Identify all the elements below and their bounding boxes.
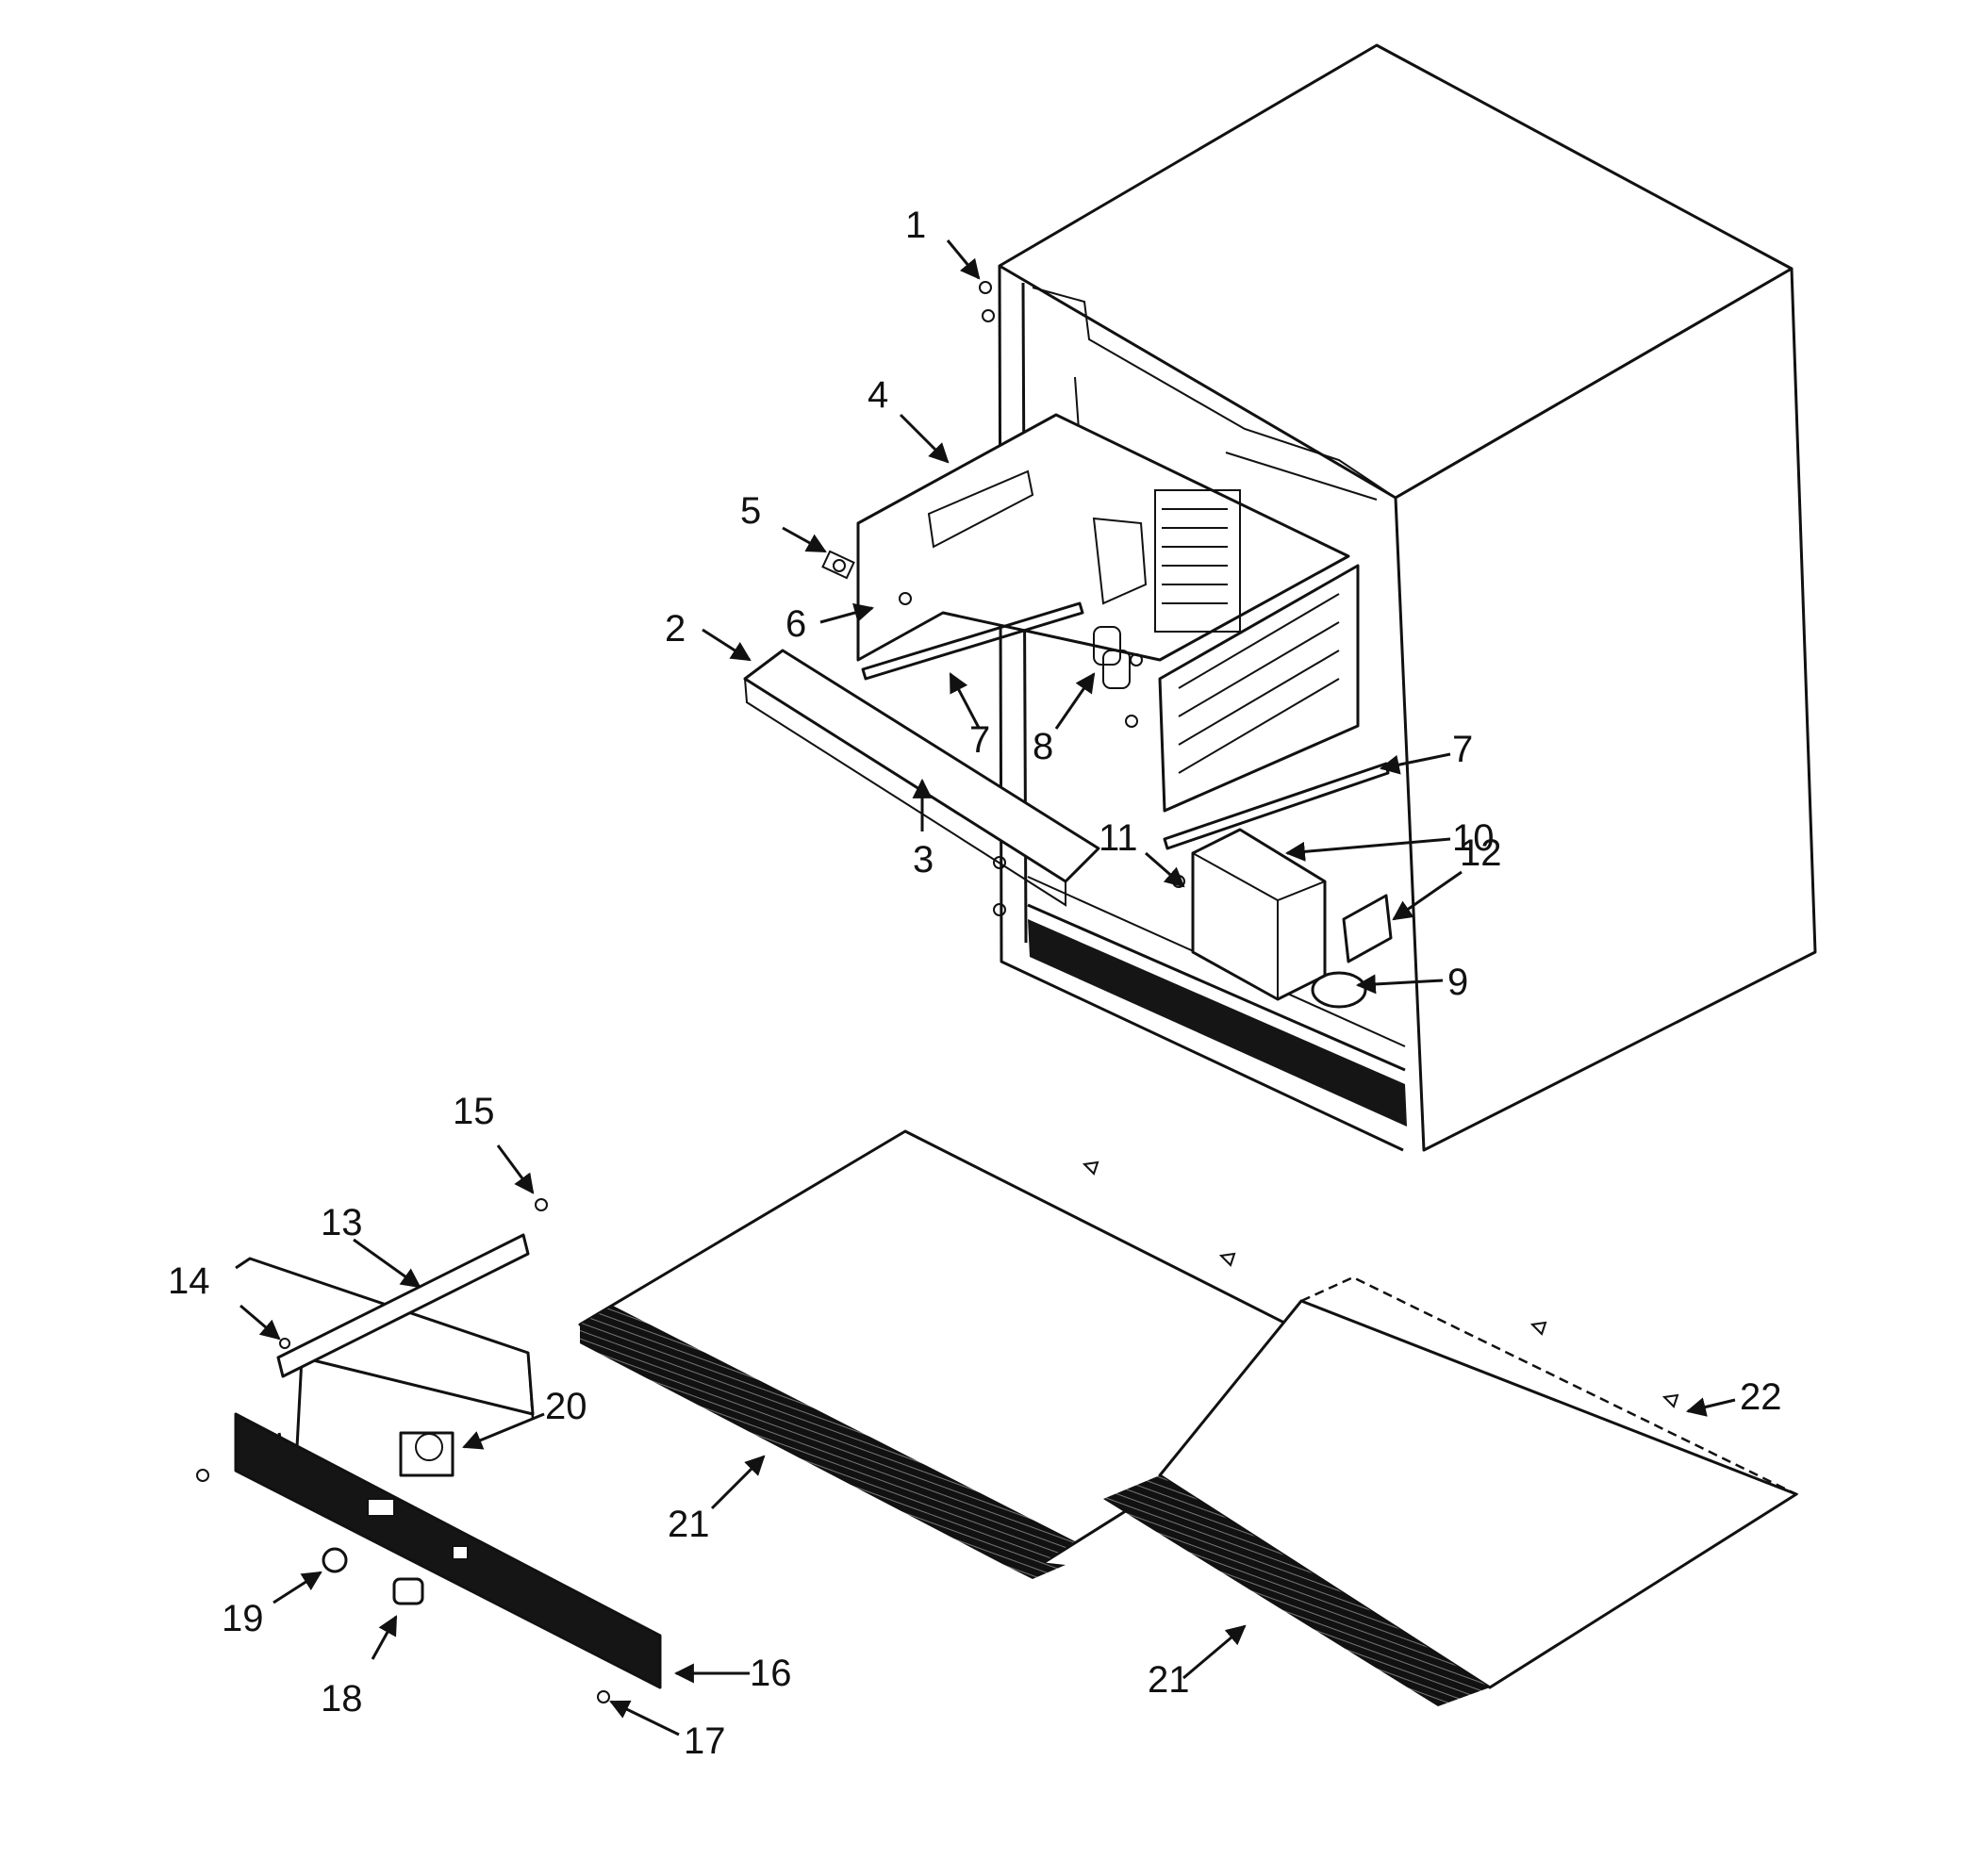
callout-8: 8 <box>1033 726 1053 767</box>
screw-14 <box>279 1338 290 1349</box>
callout-21-rear: 21 <box>1148 1659 1190 1701</box>
callout-15: 15 <box>453 1091 495 1132</box>
leader-arrows <box>240 239 1736 1736</box>
part-5-component <box>821 550 855 580</box>
callout-4: 4 <box>868 374 888 416</box>
callout-12: 12 <box>1460 832 1502 874</box>
shelf-rear <box>1103 1275 1799 1706</box>
callout-5: 5 <box>740 490 761 532</box>
part-19-knob <box>322 1547 348 1573</box>
part-8-capacitors <box>1093 626 1131 689</box>
callout-19: 19 <box>222 1598 264 1639</box>
part-10-box <box>1191 828 1327 1001</box>
screw-left <box>196 1469 209 1482</box>
callout-14: 14 <box>168 1260 210 1302</box>
part-20-thermostat <box>399 1431 455 1477</box>
screw-17 <box>597 1690 610 1703</box>
callout-18: 18 <box>321 1678 363 1720</box>
terminal-block <box>1154 489 1241 633</box>
callout-13: 13 <box>321 1202 363 1243</box>
cabinet <box>998 43 1817 1152</box>
callout-21-front: 21 <box>668 1504 710 1545</box>
part-12-cover <box>1342 894 1393 963</box>
callout-20: 20 <box>545 1386 587 1427</box>
callout-1: 1 <box>905 205 926 246</box>
callout-labels: 1 2 3 4 5 6 7 7 8 9 10 11 12 13 14 15 16… <box>168 205 1782 1762</box>
callout-11: 11 <box>1099 817 1138 859</box>
part-9-plug <box>1311 971 1367 1009</box>
rear-bracket <box>743 649 1100 883</box>
kickplate-assembly <box>234 1233 662 1689</box>
callout-2: 2 <box>665 608 686 650</box>
callout-17: 17 <box>684 1720 726 1762</box>
rail-left <box>861 601 1084 681</box>
callout-6: 6 <box>785 603 806 645</box>
callout-9: 9 <box>1447 962 1468 1003</box>
callout-16: 16 <box>750 1653 792 1694</box>
callout-22: 22 <box>1740 1376 1782 1418</box>
screw-15 <box>535 1198 548 1211</box>
callout-3: 3 <box>913 839 934 880</box>
wiring-panel <box>856 413 1360 813</box>
part-18-switch <box>392 1577 424 1605</box>
callout-7-left: 7 <box>969 719 990 761</box>
callout-7-right: 7 <box>1452 729 1473 770</box>
callout-10: 10 <box>1452 817 1495 859</box>
